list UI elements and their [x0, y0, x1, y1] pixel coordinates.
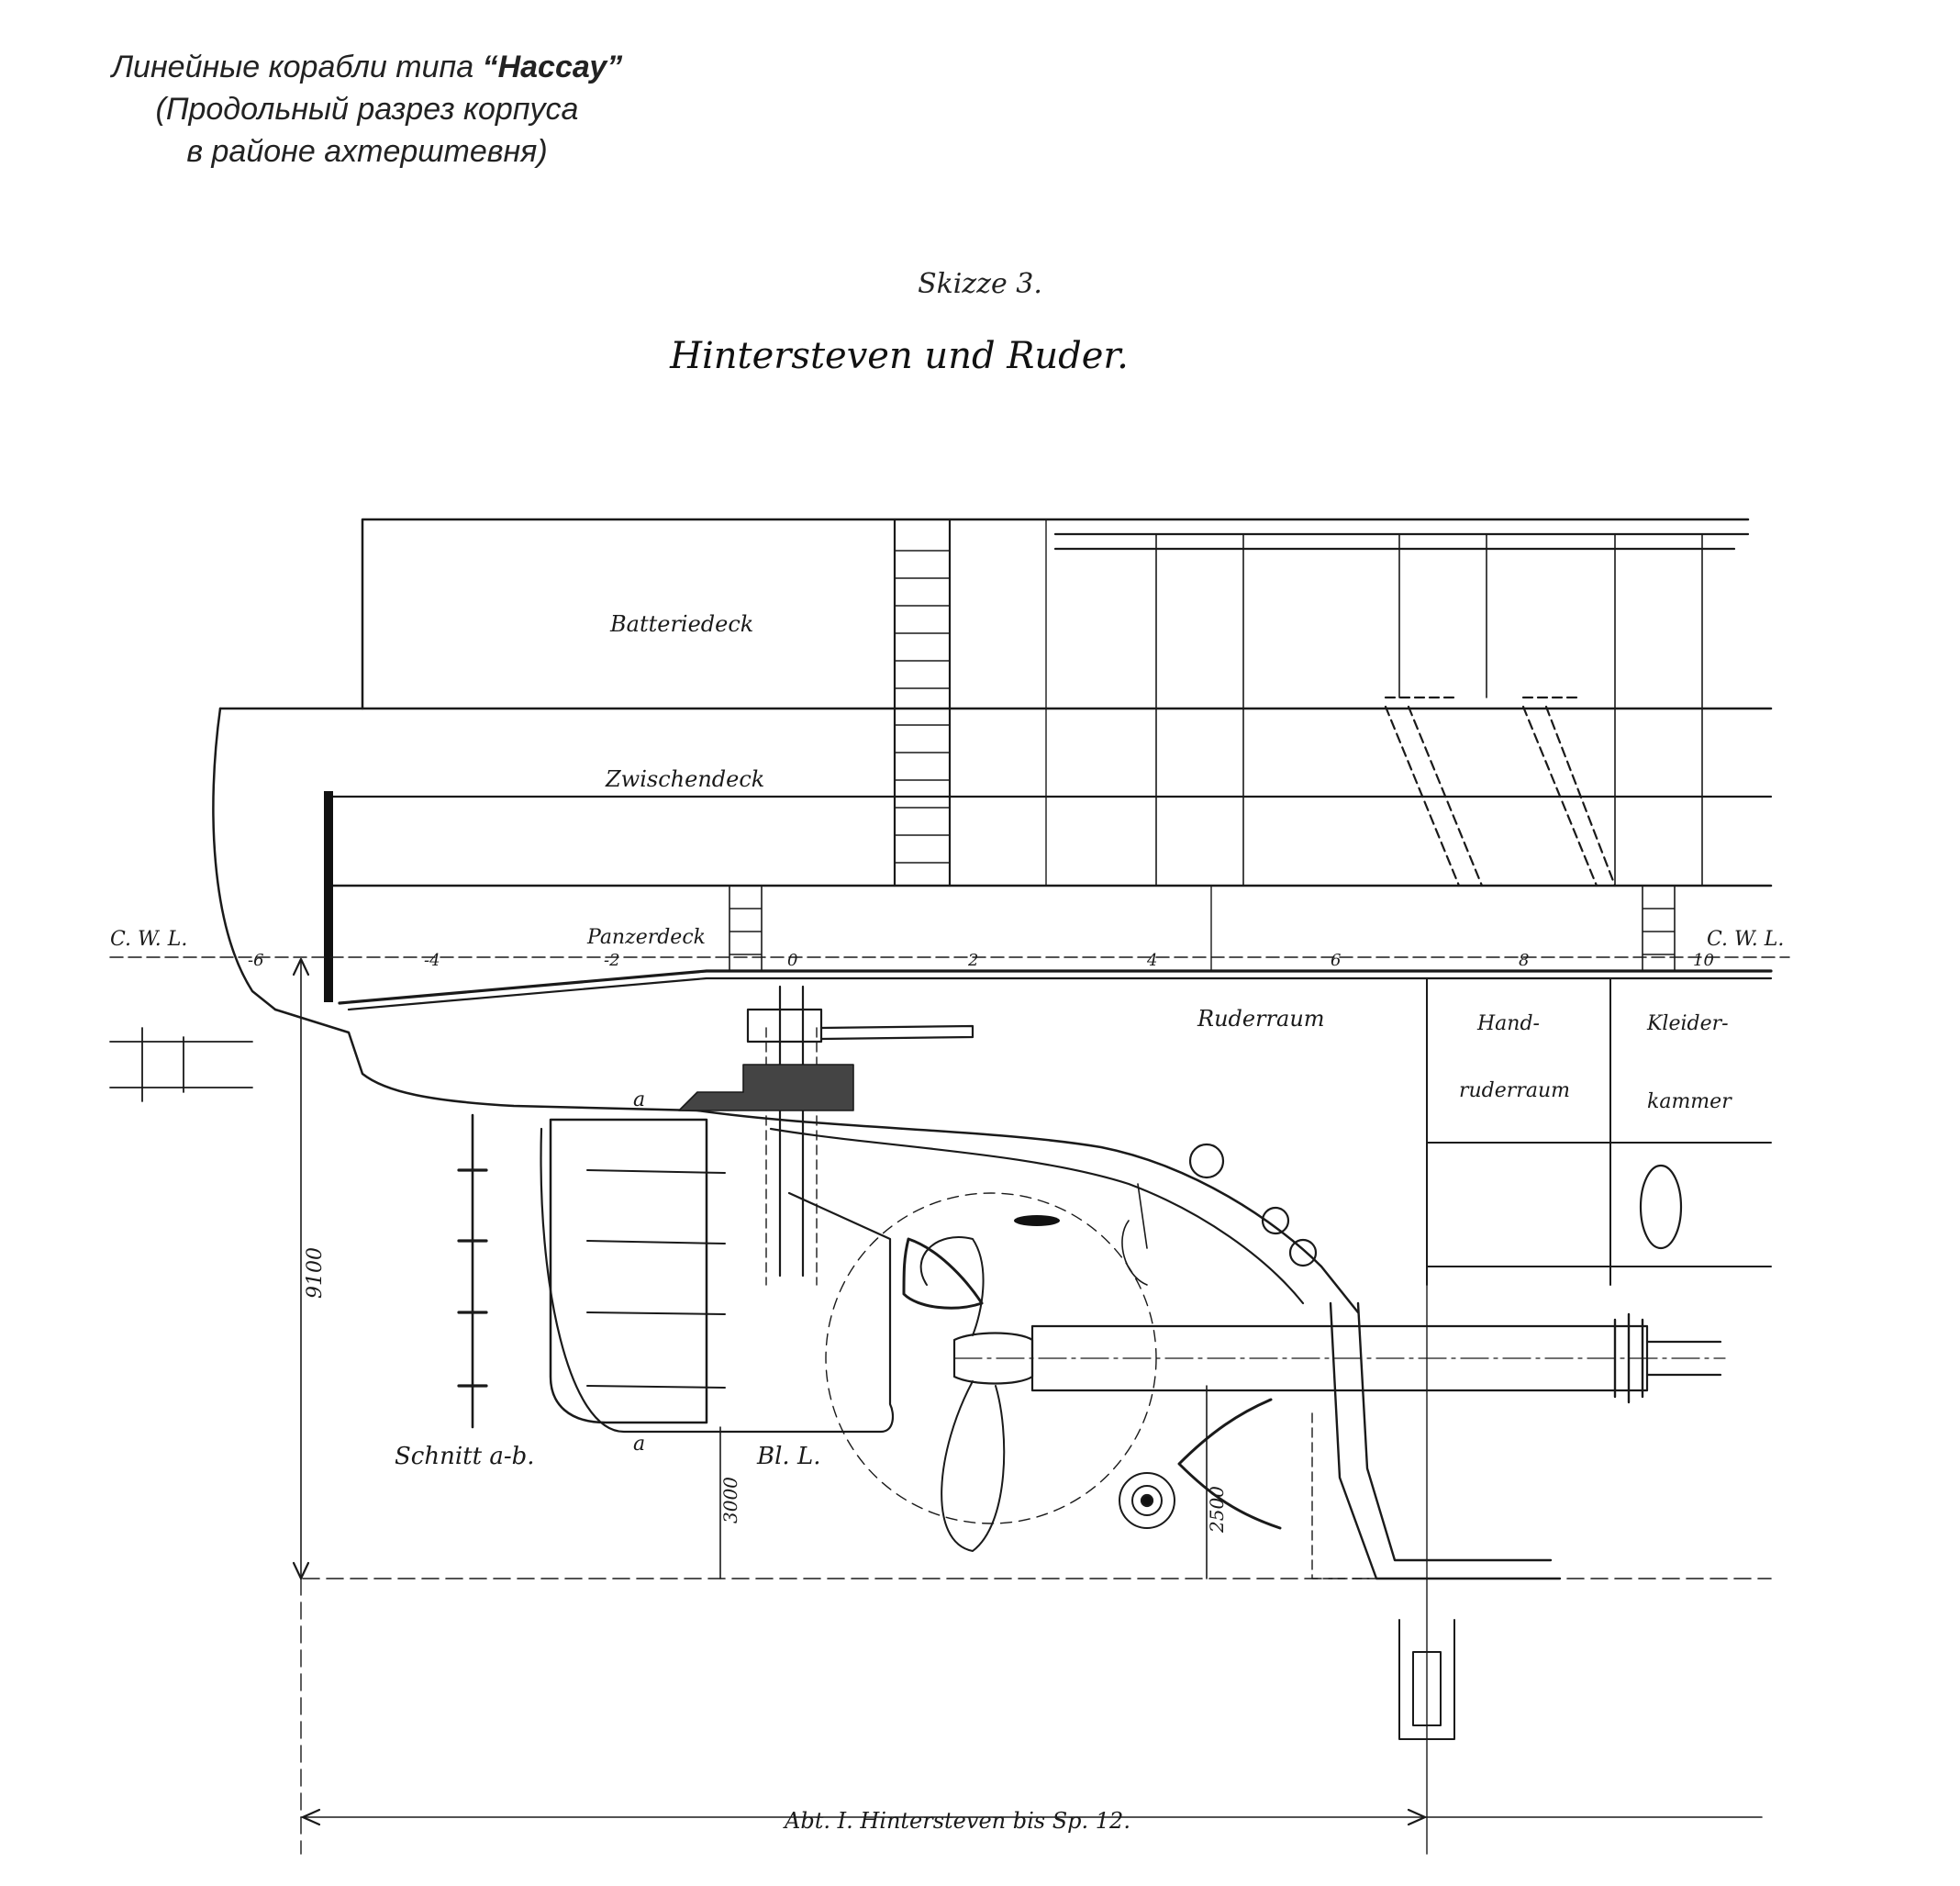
steering-gear	[678, 1064, 854, 1111]
section-ab-marks	[457, 1168, 488, 1388]
frame-numbers: -6 -4 -2 0 2 4 6 8 10	[248, 951, 1714, 970]
label-dim-height: 9100	[304, 1247, 327, 1299]
skeg-outline	[1121, 1183, 1148, 1286]
shaft-stub	[1645, 1340, 1722, 1377]
hull-inner-curve	[769, 1127, 1305, 1305]
shaft-section-core	[1140, 1493, 1154, 1508]
boss-2	[1261, 1206, 1290, 1235]
label-mark-a-bottom: a	[633, 1433, 645, 1456]
tiller-arm	[819, 1024, 974, 1041]
bottom-dim-arrow-right	[1407, 1808, 1427, 1826]
stern-bulkhead	[324, 791, 333, 1002]
rudder-profile-mark	[1014, 1215, 1060, 1226]
ship-class-name: “Нассау”	[482, 50, 623, 84]
propeller-swept-arc	[825, 1192, 1157, 1524]
armor-deck-lower-2	[347, 976, 1773, 1011]
label-waterline-left: C. W. L.	[110, 928, 187, 951]
deck-top-edge	[1053, 532, 1750, 551]
frame-lines-left	[1045, 519, 1212, 972]
stern-frame	[1329, 1301, 1562, 1580]
bottom-dim-arrow-left	[301, 1808, 321, 1826]
label-clothing-room-1: Kleider-	[1646, 1012, 1729, 1035]
label-battery-deck: Batteriedeck	[609, 611, 753, 637]
shaft-section-inner	[1131, 1485, 1163, 1516]
frame-number: 0	[787, 951, 797, 970]
ladder-rungs	[894, 550, 951, 864]
drawing-title: Hintersteven und Ruder.	[670, 335, 1129, 377]
label-rudder-room: Ruderraum	[1197, 1006, 1325, 1032]
frame-number: 8	[1519, 951, 1529, 970]
propeller-blade-upper	[919, 1236, 985, 1336]
frame-number: 4	[1146, 951, 1157, 970]
armor-ladder	[729, 885, 763, 972]
sketch-number: Skizze 3.	[918, 268, 1042, 300]
armor-deck-lower	[338, 969, 1773, 1005]
caption-line-3: в районе ахтерштевня)	[186, 134, 548, 169]
boss-1	[1188, 1143, 1225, 1179]
battery-deck-outline	[361, 518, 1750, 710]
frame-number: 6	[1331, 951, 1341, 970]
lightening-hole	[1639, 1164, 1683, 1250]
propeller-blade-lower	[941, 1380, 1006, 1552]
tiller-head	[746, 1008, 823, 1043]
caption-line-1-prefix: Линейные корабли типа	[111, 50, 483, 84]
keel-pit	[1398, 1619, 1455, 1740]
diagonal-ladder-1	[1384, 696, 1484, 887]
label-dim-3000: 3000	[719, 1477, 741, 1523]
frame-number: -6	[248, 951, 264, 970]
label-baseline: Bl. L.	[756, 1443, 820, 1470]
label-reserve-rudder-room-2: ruderraum	[1459, 1079, 1570, 1102]
shield-shape	[902, 1237, 984, 1310]
shaft-section	[1119, 1472, 1175, 1529]
left-shaft-stub	[109, 1027, 253, 1102]
dim-height-arrow-top	[292, 957, 310, 976]
rudder-stock	[778, 985, 805, 1278]
rudder-blade-outline	[540, 1127, 895, 1434]
label-section-ab: Schnitt a-b.	[395, 1443, 535, 1470]
frame-number: 10	[1693, 951, 1714, 970]
label-bottom-dimension: Abt. I. Hintersteven bis Sp. 12.	[783, 1808, 1130, 1834]
hull-stern-lower	[273, 1008, 699, 1112]
shaft-coupling	[1613, 1312, 1644, 1404]
diagonal-ladder-2	[1521, 696, 1617, 887]
caption-line-2: (Продольный разрез корпуса	[155, 92, 579, 127]
label-waterline-right: C. W. L.	[1707, 928, 1784, 951]
frame-number: -4	[424, 951, 440, 970]
label-mark-a-top: a	[633, 1088, 645, 1111]
boss-3	[1288, 1238, 1318, 1267]
label-dim-2500: 2500	[1206, 1486, 1228, 1534]
hull-bottom-curve	[696, 1109, 1360, 1314]
frame-lines-upper	[1155, 533, 1703, 887]
label-armor-deck: Panzerdeck	[586, 926, 706, 949]
rudder-ribs	[586, 1169, 726, 1389]
rudder-stock-dashed	[765, 1027, 818, 1286]
right-ladder	[1642, 885, 1676, 972]
frame-number: -2	[604, 951, 620, 970]
label-clothing-room-2: kammer	[1647, 1090, 1732, 1113]
propeller-hub	[952, 1332, 1034, 1385]
caption-block: Линейные корабли типа “Нассау” (Продольн…	[37, 46, 697, 173]
rudder-blade	[549, 1118, 708, 1424]
frame-number: 2	[967, 951, 978, 970]
stern-overhang	[212, 707, 277, 1011]
label-between-deck: Zwischendeck	[605, 766, 764, 792]
compartment-walls	[1426, 977, 1772, 1286]
caption-line-1: Линейные корабли типа “Нассау”	[37, 46, 697, 88]
label-reserve-rudder-room-1: Hand-	[1476, 1012, 1540, 1035]
ladder-upper	[893, 518, 952, 887]
aperture-v	[1177, 1398, 1282, 1530]
